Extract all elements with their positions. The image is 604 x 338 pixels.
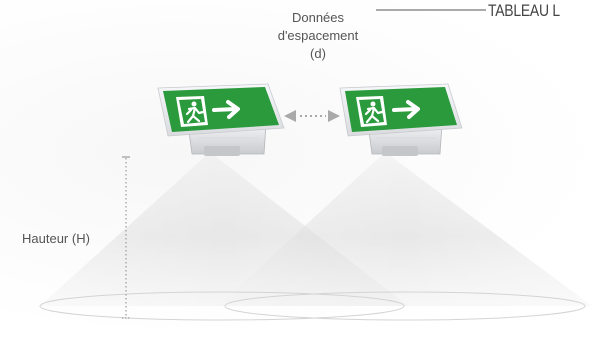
emergency-exit-running-man-icon bbox=[356, 96, 387, 127]
spacing-label-line3: (d) bbox=[310, 46, 326, 61]
exit-sign-right bbox=[339, 83, 463, 156]
spacing-label: Données d'espacement (d) bbox=[252, 9, 384, 63]
spacing-label-line1: Données bbox=[291, 10, 345, 25]
right-arrow-icon bbox=[392, 100, 420, 119]
light-beam-right bbox=[218, 152, 592, 306]
height-dimension-line bbox=[122, 156, 130, 319]
height-label: Hauteur (H) bbox=[22, 231, 90, 246]
exit-sign-left bbox=[157, 83, 285, 156]
spacing-label-line2: d'espacement bbox=[277, 28, 359, 43]
floor-coverage-ellipse-left bbox=[39, 291, 405, 321]
right-arrow-icon bbox=[212, 100, 240, 119]
floor-coverage-ellipse-right bbox=[224, 291, 586, 321]
spacing-double-arrow bbox=[284, 110, 340, 122]
table-reference-label: TABLEAU L bbox=[488, 1, 560, 20]
emergency-exit-running-man-icon bbox=[176, 96, 208, 127]
